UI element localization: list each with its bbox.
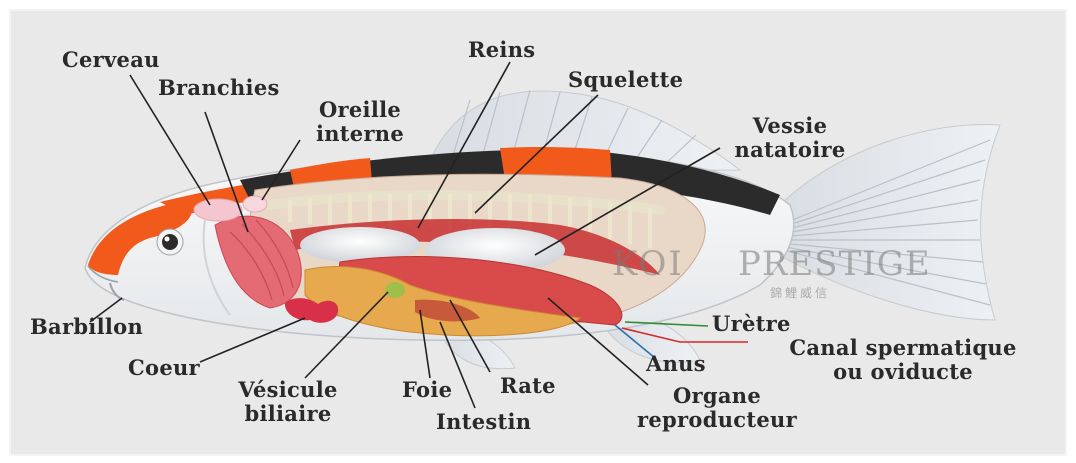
label-canal-line2: ou oviducte	[748, 360, 1058, 384]
label-uretre: Urètre	[712, 312, 791, 336]
label-anus: Anus	[646, 352, 706, 376]
label-organe-line1: Organe	[612, 384, 822, 408]
label-cerveau: Cerveau	[62, 48, 160, 72]
label-organe-line2: reproducteur	[612, 408, 822, 432]
label-vessie-natatoire: Vessie natatoire	[720, 114, 860, 162]
watermark-brand-left: KOI	[612, 244, 684, 284]
label-vesicule-biliaire: Vésicule biliaire	[228, 378, 348, 426]
label-vesicule-line1: Vésicule	[228, 378, 348, 402]
label-oreille-line2: interne	[300, 122, 420, 146]
label-oreille-interne: Oreille interne	[300, 98, 420, 146]
label-rate: Rate	[500, 374, 556, 398]
label-canal-line1: Canal spermatique	[748, 336, 1058, 360]
label-foie: Foie	[402, 378, 452, 402]
watermark-brand-right: PRESTIGE	[738, 244, 931, 284]
label-vessie-line1: Vessie	[720, 114, 860, 138]
gallbladder	[385, 282, 405, 298]
label-oreille-line1: Oreille	[300, 98, 420, 122]
brain	[194, 199, 242, 221]
label-vessie-line2: natatoire	[720, 138, 860, 162]
label-branchies: Branchies	[158, 76, 280, 100]
label-barbillon: Barbillon	[30, 315, 143, 339]
label-canal-spermatique: Canal spermatique ou oviducte	[748, 336, 1058, 384]
label-reins: Reins	[468, 38, 535, 62]
label-squelette: Squelette	[568, 68, 683, 92]
label-coeur: Coeur	[128, 356, 200, 380]
watermark-sub: 錦鯉威信	[770, 284, 830, 301]
label-organe-reproducteur: Organe reproducteur	[612, 384, 822, 432]
label-intestin: Intestin	[436, 410, 531, 434]
label-vesicule-line2: biliaire	[228, 402, 348, 426]
